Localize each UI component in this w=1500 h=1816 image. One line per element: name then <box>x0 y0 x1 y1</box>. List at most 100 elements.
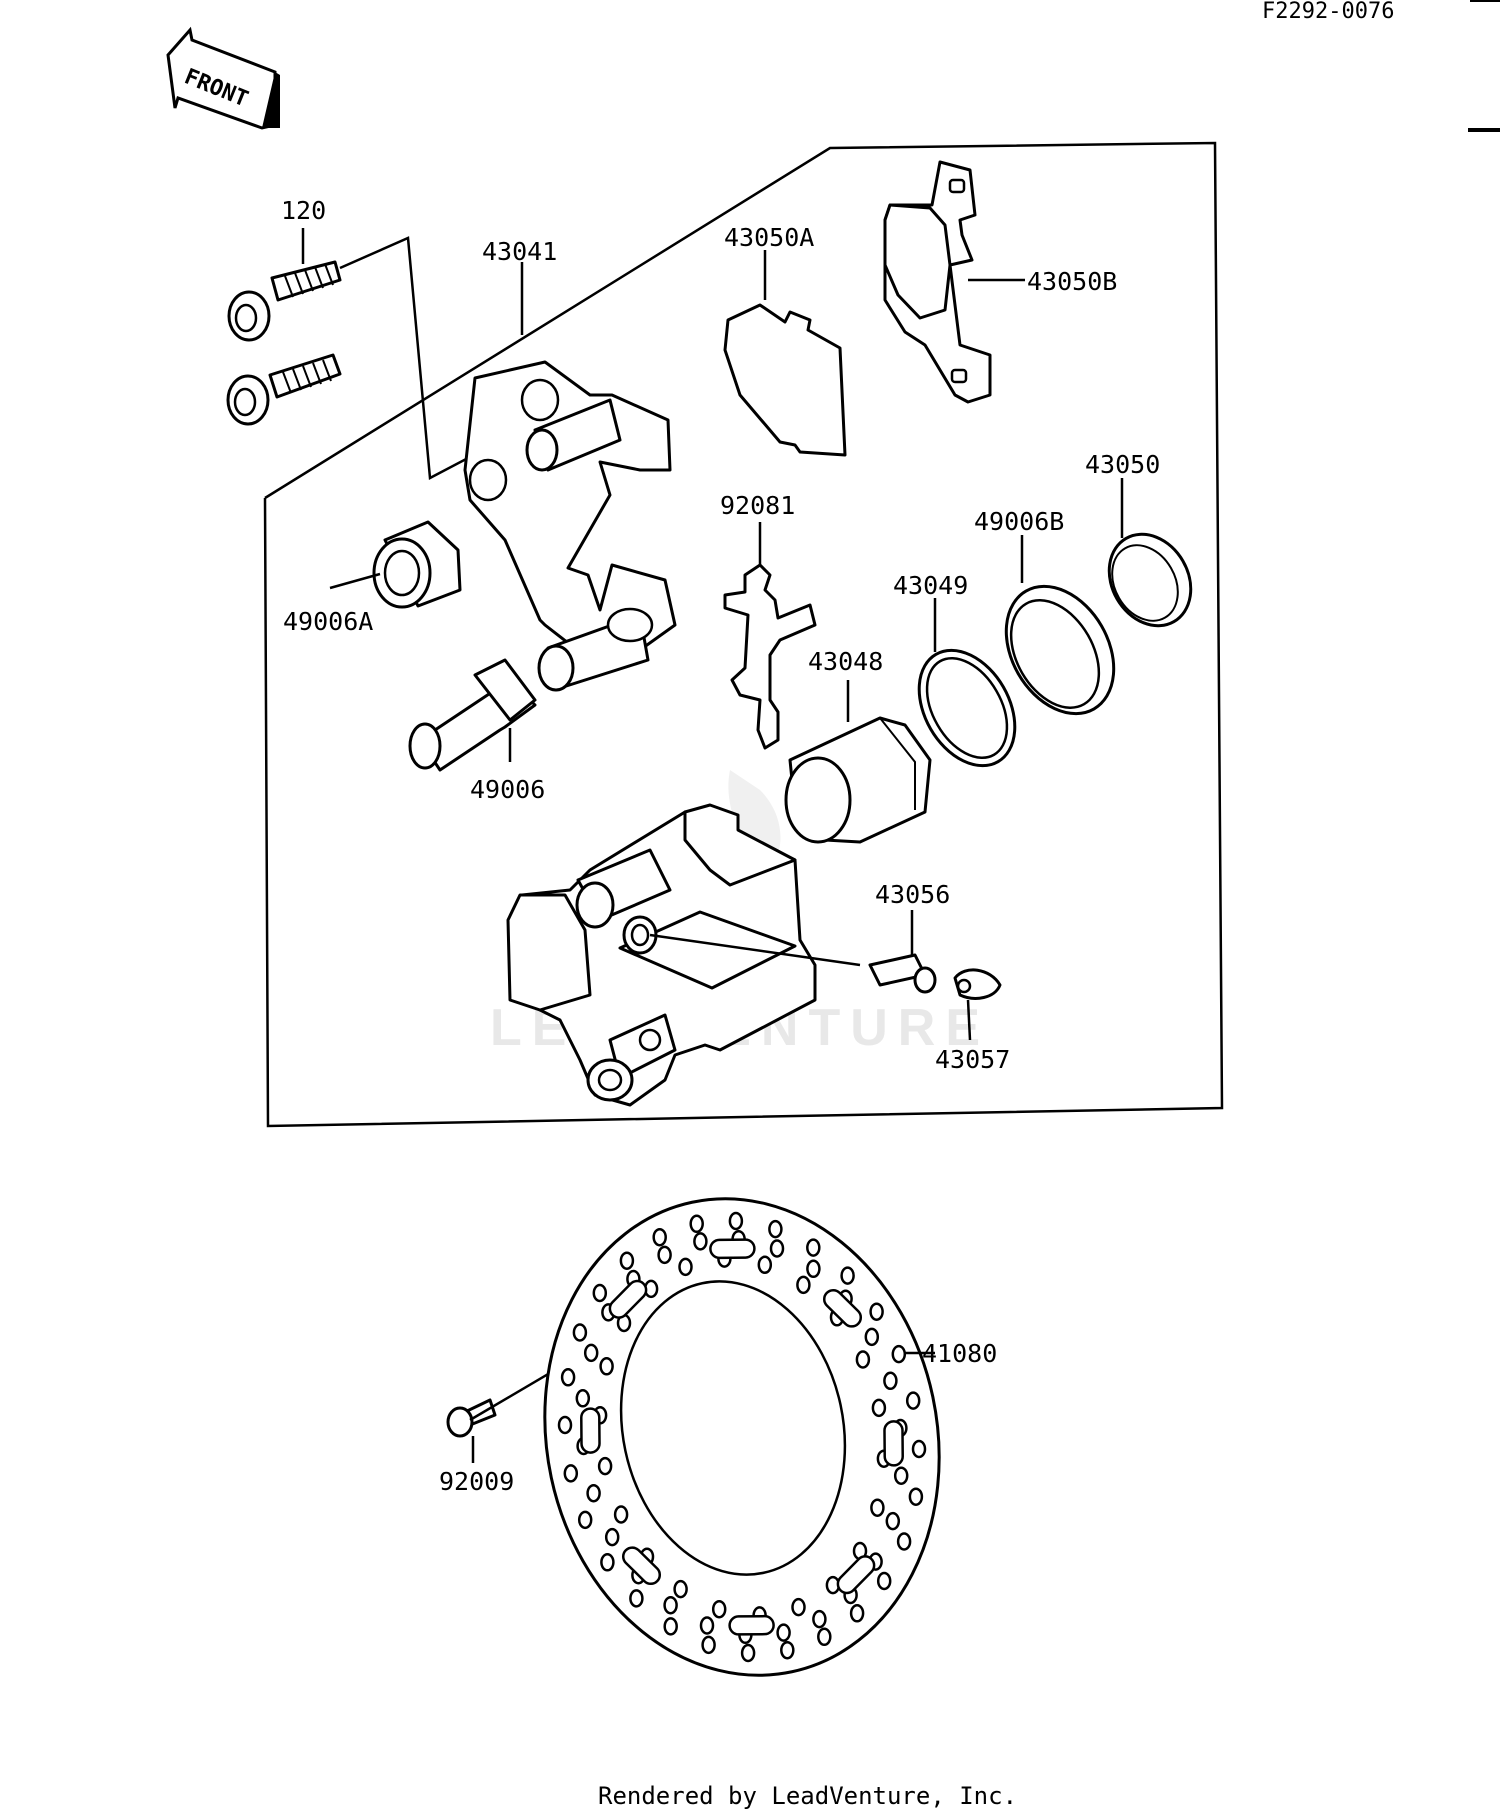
label-49006A[interactable]: 49006A <box>283 607 373 636</box>
disc-slot <box>608 1279 648 1319</box>
spring-92081 <box>723 522 817 750</box>
footer-credit: Rendered by LeadVenture, Inc. <box>598 1782 1017 1810</box>
bleeder-43056 <box>868 910 937 994</box>
boot-49006A <box>329 520 462 609</box>
disc-vent-hole <box>563 1464 579 1483</box>
disc-vent-hole <box>586 1483 601 1503</box>
label-43041[interactable]: 43041 <box>482 237 557 266</box>
caliper-assembly-frame <box>263 141 1224 1128</box>
disc-vent-hole <box>673 1579 688 1599</box>
label-43050[interactable]: 43050 <box>1085 450 1160 479</box>
disc-slot <box>621 1546 662 1586</box>
caliper-body <box>506 803 861 1107</box>
bolt-120-lower <box>226 353 342 426</box>
disc-slot <box>822 1288 863 1328</box>
disc-vent-hole <box>864 1327 880 1347</box>
disc-slot <box>728 1614 775 1636</box>
disc-vent-hole <box>855 1350 871 1369</box>
disc-vent-hole <box>869 1302 884 1321</box>
disc-vent-hole <box>597 1456 613 1476</box>
disc-vent-hole <box>663 1595 678 1615</box>
disc-vent-hole <box>693 1232 708 1251</box>
seal-43049 <box>917 598 1017 768</box>
disc-slot <box>883 1420 904 1467</box>
pad-43050A <box>723 250 847 457</box>
label-43048[interactable]: 43048 <box>808 647 883 676</box>
disc-vent-hole <box>905 1391 921 1410</box>
disc-vent-hole <box>791 1597 806 1617</box>
label-92009[interactable]: 92009 <box>439 1467 514 1496</box>
disc-vent-hole <box>663 1617 678 1636</box>
disc-vent-hole <box>619 1251 635 1270</box>
disc-vent-hole <box>740 1643 756 1663</box>
bolt-120-upper <box>227 228 342 342</box>
label-43050A[interactable]: 43050A <box>724 223 814 252</box>
label-92081[interactable]: 92081 <box>720 491 795 520</box>
disc-vent-hole <box>876 1571 892 1591</box>
disc-vent-hole <box>776 1623 791 1642</box>
disc-vent-hole <box>896 1532 912 1551</box>
disc-vent-hole <box>871 1398 887 1418</box>
pin-49006 <box>408 658 537 772</box>
dust-seal-49006B <box>1004 535 1116 716</box>
caliper-holder-43041 <box>463 262 677 692</box>
disc-vent-hole <box>577 1510 593 1530</box>
disc-vent-hole <box>613 1505 629 1524</box>
disc-vent-hole <box>728 1211 744 1231</box>
disc-vent-hole <box>629 1589 644 1608</box>
disc-vent-hole <box>780 1640 795 1660</box>
disc-vent-hole <box>657 1245 672 1265</box>
disc-vent-hole <box>840 1266 855 1285</box>
part-labels: 120 43041 43050A 43050B 92081 43050 4900… <box>281 196 1160 1496</box>
disc-vent-hole <box>689 1214 704 1234</box>
disc-vent-hole <box>678 1257 693 1277</box>
disc-vent-hole <box>885 1511 901 1531</box>
label-41080[interactable]: 41080 <box>922 1339 997 1368</box>
label-43056[interactable]: 43056 <box>875 880 950 909</box>
disc-vent-hole <box>557 1415 573 1435</box>
cap-43057 <box>953 968 1002 1041</box>
disc-vent-hole <box>870 1498 885 1517</box>
brake-disc-41080 <box>543 1197 941 1677</box>
disc-vent-hole <box>711 1599 727 1619</box>
disc-vent-hole <box>911 1439 927 1459</box>
diagram-code: F2292-0076 <box>1262 0 1394 24</box>
disc-vent-hole <box>592 1283 608 1303</box>
label-43057[interactable]: 43057 <box>935 1045 1010 1074</box>
disc-vent-hole <box>891 1344 907 1364</box>
disc-vent-hole <box>572 1323 588 1342</box>
label-43049[interactable]: 43049 <box>893 571 968 600</box>
cap-43050 <box>1107 478 1193 628</box>
disc-slot <box>580 1407 601 1454</box>
disc-vent-hole <box>812 1609 827 1629</box>
label-49006[interactable]: 49006 <box>470 775 545 804</box>
disc-vent-hole <box>806 1238 821 1257</box>
label-43050B[interactable]: 43050B <box>1027 267 1117 296</box>
disc-vent-hole <box>806 1259 821 1279</box>
disc-vent-hole <box>599 1357 614 1376</box>
disc-slot <box>709 1238 756 1260</box>
disc-vent-hole <box>600 1553 615 1572</box>
piston-43048 <box>784 680 932 844</box>
disc-vent-hole <box>796 1275 811 1295</box>
disc-vent-hole <box>768 1219 783 1239</box>
disc-vent-hole <box>575 1389 591 1408</box>
disc-vent-hole <box>560 1368 576 1387</box>
disc-vent-hole <box>652 1227 667 1247</box>
front-arrow-icon: FRONT <box>166 26 280 130</box>
disc-vent-hole <box>883 1371 898 1391</box>
disc-vent-hole <box>769 1239 785 1258</box>
pad-43050B <box>883 160 1025 404</box>
disc-vent-hole <box>893 1466 909 1485</box>
disc-vent-hole <box>604 1527 620 1547</box>
disc-vent-hole <box>817 1627 832 1647</box>
disc-vent-hole <box>849 1604 865 1623</box>
disc-slot <box>836 1555 876 1595</box>
disc-vent-hole <box>757 1255 773 1275</box>
disc-vent-hole <box>583 1343 599 1363</box>
label-49006B[interactable]: 49006B <box>974 507 1064 536</box>
disc-vent-hole <box>699 1616 715 1635</box>
disc-vent-hole <box>908 1487 924 1506</box>
label-120[interactable]: 120 <box>281 196 326 225</box>
